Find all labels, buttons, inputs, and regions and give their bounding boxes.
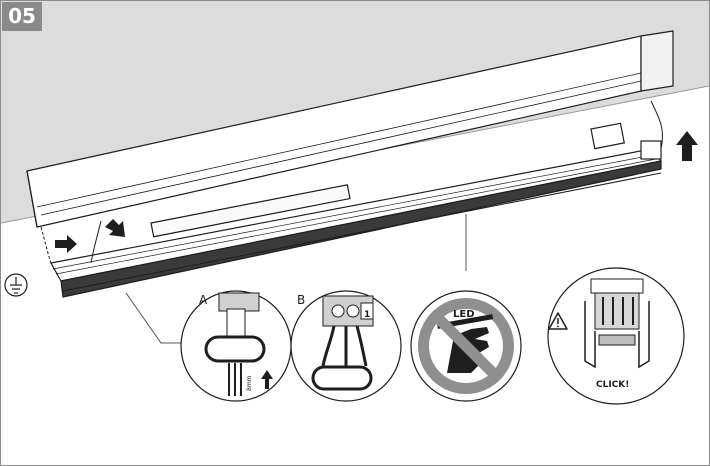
led-rail — [50, 122, 663, 298]
click-detail-circle — [547, 267, 685, 405]
detail-a-circle — [180, 290, 292, 402]
arrow-down-icon — [105, 219, 125, 237]
mounted-profile — [26, 30, 674, 228]
warning-triangle-icon — [548, 312, 568, 330]
step-number-badge: 05 — [2, 2, 42, 31]
arrow-up-small-icon — [261, 370, 273, 389]
click-label: CLICK! — [596, 380, 629, 390]
led-label: LED — [453, 309, 475, 320]
arrow-right-icon — [55, 235, 77, 253]
detail-b-label: B — [297, 293, 305, 307]
ground-symbol-icon — [4, 273, 28, 297]
arrow-up-icon — [676, 131, 698, 161]
detail-a-label: A — [199, 293, 208, 307]
no-touch-sign — [410, 290, 522, 402]
detail-b-circle — [290, 290, 402, 402]
detail-a-measure: 8mm — [246, 375, 253, 391]
terminal-number: 1 — [364, 310, 370, 320]
